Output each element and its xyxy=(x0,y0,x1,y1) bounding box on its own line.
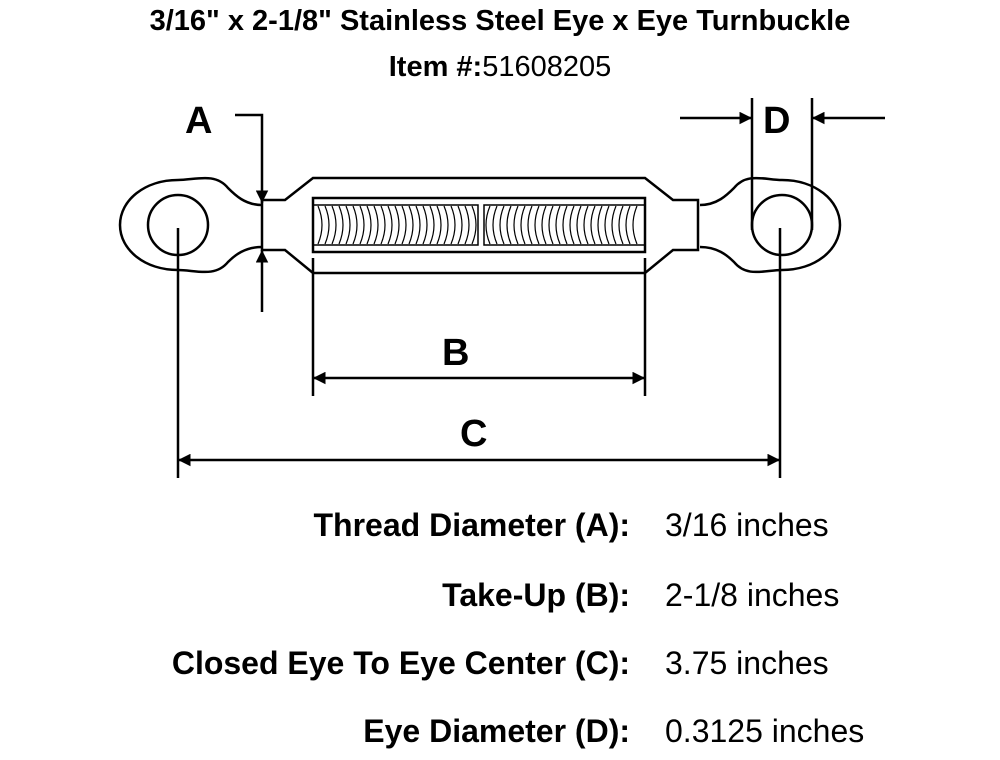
dimension-c: C xyxy=(176,228,782,478)
thread-line xyxy=(380,205,386,245)
thread-line xyxy=(569,205,575,245)
thread-line xyxy=(513,205,519,245)
product-title: 3/16" x 2-1/8" Stainless Steel Eye x Eye… xyxy=(149,5,851,37)
spec-row: Thread Diameter (A): 3/16 inches xyxy=(0,507,1000,547)
spec-label: Closed Eye To Eye Center (C): xyxy=(171,645,630,681)
thread-line xyxy=(632,205,638,245)
thread-line xyxy=(604,205,610,245)
item-number-line: Item #:51608205 xyxy=(0,50,1000,84)
label-b: B xyxy=(442,332,469,374)
item-label: Item #: xyxy=(388,51,483,83)
thread-line xyxy=(492,205,498,245)
thread-line xyxy=(520,205,526,245)
dimension-b: B xyxy=(311,258,647,396)
thread-line xyxy=(562,205,568,245)
dimension-d: D xyxy=(680,98,885,230)
thread-line xyxy=(471,205,477,245)
spec-label: Take-Up (B): xyxy=(442,577,630,613)
spec-row: Closed Eye To Eye Center (C): 3.75 inches xyxy=(0,645,1000,685)
thread-hatching xyxy=(317,205,638,245)
thread-line xyxy=(534,205,540,245)
thread-line xyxy=(527,205,533,245)
thread-line xyxy=(422,205,428,245)
turnbuckle-body xyxy=(260,176,700,275)
left-eye xyxy=(118,176,263,274)
thread-line xyxy=(394,205,400,245)
thread-line xyxy=(331,205,337,245)
thread-line xyxy=(415,205,421,245)
item-number: 51608205 xyxy=(482,51,612,83)
thread-line xyxy=(625,205,631,245)
label-d: D xyxy=(763,100,790,142)
thread-line xyxy=(317,205,323,245)
spec-value: 3/16 inches xyxy=(665,507,829,543)
thread-line xyxy=(555,205,561,245)
thread-line xyxy=(408,205,414,245)
spec-label: Thread Diameter (A): xyxy=(313,507,631,543)
thread-line xyxy=(450,205,456,245)
thread-line xyxy=(499,205,505,245)
thread-line xyxy=(401,205,407,245)
turnbuckle-diagram: A D B C xyxy=(118,98,885,478)
spec-value: 0.3125 inches xyxy=(665,713,865,749)
thread-line xyxy=(352,205,358,245)
right-eye xyxy=(699,176,842,274)
thread-line xyxy=(429,205,435,245)
label-a: A xyxy=(185,100,212,142)
thread-line xyxy=(457,205,463,245)
spec-value: 2-1/8 inches xyxy=(665,577,840,613)
thread-line xyxy=(597,205,603,245)
label-c: C xyxy=(460,413,487,455)
thread-line xyxy=(611,205,617,245)
thread-line xyxy=(548,205,554,245)
thread-line xyxy=(541,205,547,245)
dimension-a: A xyxy=(185,100,269,312)
thread-line xyxy=(485,205,491,245)
thread-line xyxy=(583,205,589,245)
thread-line xyxy=(387,205,393,245)
thread-line xyxy=(576,205,582,245)
thread-line xyxy=(618,205,624,245)
thread-line xyxy=(436,205,442,245)
thread-line xyxy=(359,205,365,245)
thread-line xyxy=(345,205,351,245)
thread-line xyxy=(366,205,372,245)
spec-label: Eye Diameter (D): xyxy=(363,713,630,749)
thread-line xyxy=(443,205,449,245)
spec-value: 3.75 inches xyxy=(665,645,829,681)
thread-line xyxy=(464,205,470,245)
thread-line xyxy=(324,205,330,245)
thread-line xyxy=(506,205,512,245)
thread-line xyxy=(338,205,344,245)
spec-row: Eye Diameter (D): 0.3125 inches xyxy=(0,713,1000,753)
thread-line xyxy=(373,205,379,245)
thread-line xyxy=(590,205,596,245)
spec-row: Take-Up (B): 2-1/8 inches xyxy=(0,577,1000,617)
